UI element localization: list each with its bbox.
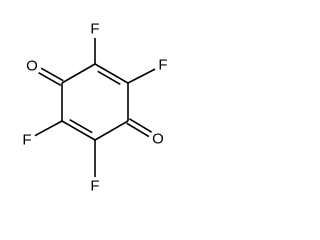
structure-canvas: F F O F O F (22, 20, 168, 195)
bond-c4-c5-inner (69, 118, 93, 134)
bond-c1-c2 (94, 63, 129, 84)
atom-label-layer: F F O F O F (22, 21, 167, 195)
tetrafluoro-benzoquinone-structure: F F O F O F (22, 21, 167, 195)
bond-layer (34, 38, 156, 177)
bond-c5-f_lower_left (34, 120, 63, 137)
bond-c6-o_upper_left-a (40, 67, 64, 82)
bond-c6-c1 (61, 63, 96, 84)
atom-label-o-lower-right: O (152, 131, 164, 148)
atom-label-f-lower-left: F (22, 132, 31, 149)
bond-c2-f_upper_right (127, 68, 156, 84)
atom-label-o-upper-left: O (26, 58, 38, 75)
bond-c3-o_lower_right-b (128, 118, 153, 133)
atom-label-f-upper-right: F (158, 57, 167, 74)
atom-label-f-bottom: F (90, 178, 99, 195)
bond-c3-c4 (94, 120, 129, 141)
bond-c1-c2-inner (97, 70, 121, 86)
bond-c4-c5 (61, 120, 96, 141)
bond-c6-o_upper_left-b (38, 72, 62, 86)
atom-label-f-top: F (90, 21, 99, 38)
bond-c3-o_lower_right-a (126, 122, 150, 138)
